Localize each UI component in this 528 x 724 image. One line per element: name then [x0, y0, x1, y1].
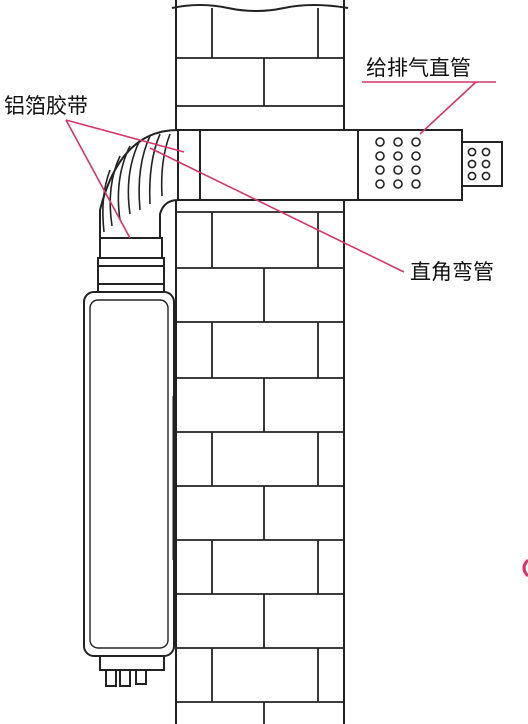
leader-pipe [419, 81, 477, 135]
brick-wall [171, 0, 349, 724]
intake-exhaust-pipe [177, 129, 503, 201]
leader-foil-to-elbow [65, 119, 185, 153]
pipe-collar [97, 237, 165, 293]
pipe-perforations [375, 137, 491, 189]
right-angle-elbow [99, 128, 179, 239]
label-aluminum-foil-tape: 铝箔胶带 [4, 94, 88, 118]
water-heater-unit [83, 291, 176, 687]
label-intake-exhaust-pipe: 给排气直管 [366, 56, 471, 80]
leader-foil-to-collar [65, 119, 131, 239]
label-right-angle-elbow: 直角弯管 [410, 260, 494, 284]
edge-mark [522, 558, 528, 578]
leader-elbow [149, 147, 405, 273]
leader-lines [65, 81, 496, 273]
